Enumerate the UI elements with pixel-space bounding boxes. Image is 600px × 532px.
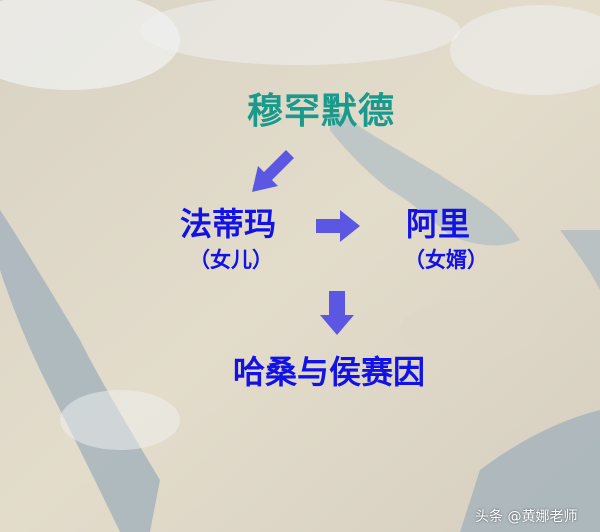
node-fatima: 法蒂玛 [180, 205, 277, 243]
node-ali-relation: （女婿） [404, 248, 488, 272]
node-fatima-relation: （女儿） [189, 248, 273, 272]
arrow-down-icon [320, 291, 354, 335]
node-ali: 阿里 [406, 205, 471, 243]
arrow-shape [320, 291, 354, 335]
arrow-shape [252, 150, 294, 192]
node-muhammad: 穆罕默德 [247, 91, 396, 132]
watermark: 头条 @黄娜老师 [475, 509, 578, 525]
arrow-down-left-icon [252, 150, 294, 192]
arrow-right-icon [316, 210, 360, 242]
node-hasan-and-husayn: 哈桑与侯赛因 [233, 353, 426, 391]
arrow-shape [316, 210, 360, 242]
